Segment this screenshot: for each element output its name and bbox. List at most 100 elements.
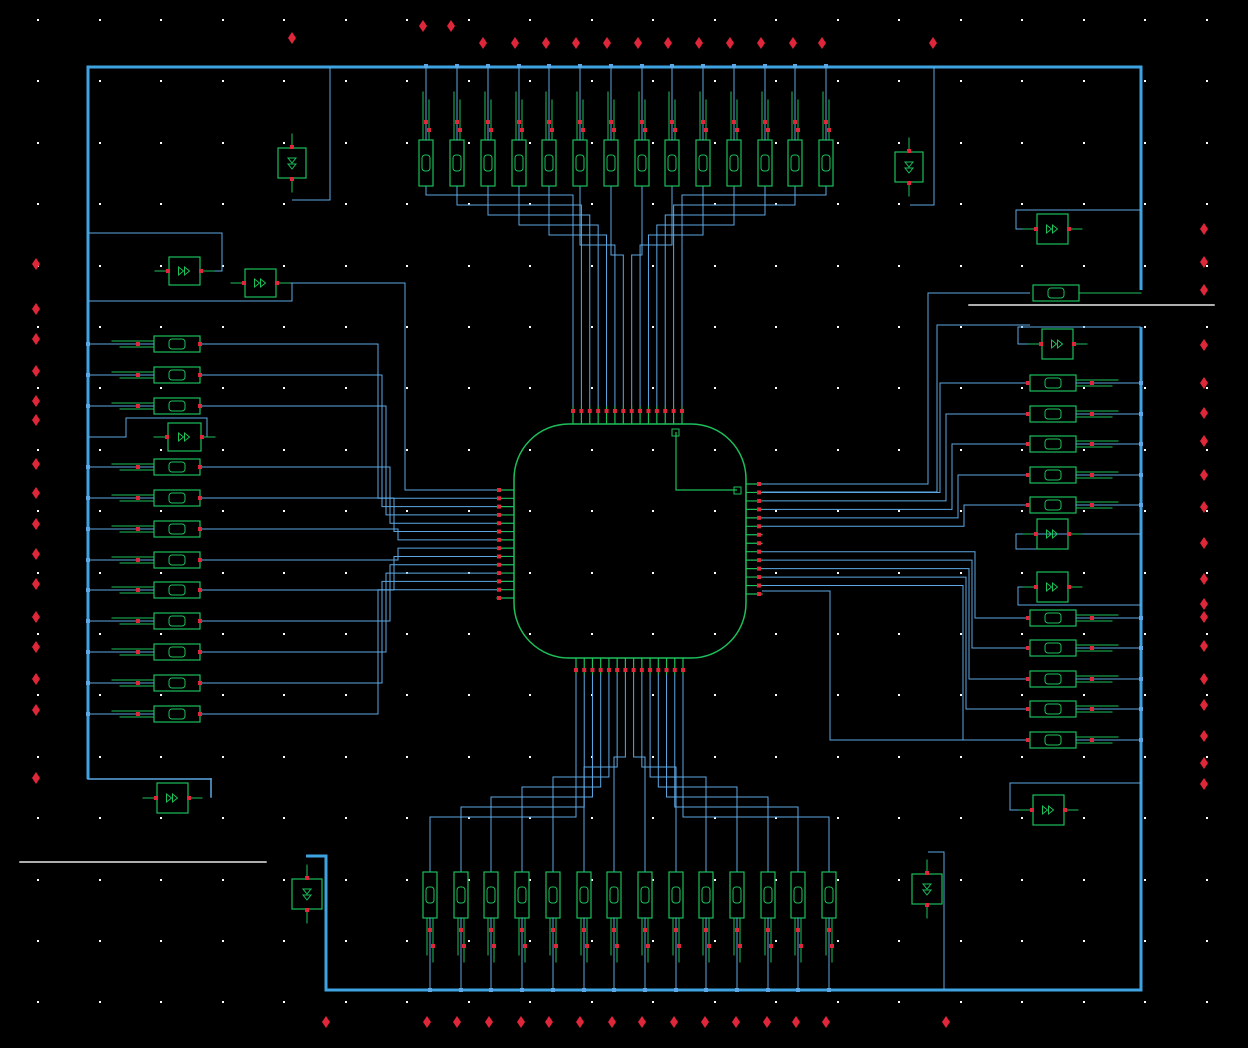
diode-symbol[interactable] <box>1018 794 1079 826</box>
pin-dot <box>735 928 739 932</box>
diode-symbol[interactable] <box>153 422 216 452</box>
grid-dot <box>345 1001 347 1003</box>
diode-symbol[interactable] <box>277 133 307 193</box>
fanout-wire <box>666 674 769 872</box>
pin-dot <box>517 120 521 124</box>
chip-pin-dot <box>671 409 676 413</box>
chip-pin-dot <box>680 409 684 413</box>
pin-dot <box>1090 412 1094 416</box>
grid-dot <box>960 326 962 328</box>
bus-dot <box>796 988 800 992</box>
grid-dot <box>468 756 470 758</box>
pad-marker <box>929 37 937 49</box>
fanout-wire <box>610 186 624 407</box>
grid-dot <box>529 510 531 512</box>
pin-dot <box>547 120 551 124</box>
resistor-core <box>168 708 186 720</box>
diode-symbol[interactable] <box>1022 213 1083 245</box>
bus-dot <box>486 64 490 68</box>
grid-dot <box>222 449 224 451</box>
pad-marker <box>288 32 296 44</box>
grid-dot <box>406 510 408 512</box>
grid-dot <box>529 817 531 819</box>
components[interactable] <box>86 64 1143 992</box>
pin-dot <box>907 149 911 153</box>
pin-dot <box>1067 532 1071 536</box>
grid-dot <box>1144 449 1146 451</box>
grid-dot <box>652 449 654 451</box>
grid-dot <box>468 387 470 389</box>
pad-marker <box>701 1016 709 1028</box>
pin-dot <box>1026 442 1030 446</box>
chip-pin-dot <box>497 504 501 509</box>
grid-dot <box>1206 756 1208 758</box>
grid-dot <box>898 203 900 205</box>
pad-marker <box>1200 284 1208 296</box>
grid-dot <box>283 694 285 696</box>
pad-marker <box>757 37 765 49</box>
diode-symbol[interactable] <box>291 864 323 924</box>
grid-dot <box>652 142 654 144</box>
diode-symbol[interactable] <box>894 137 924 197</box>
pad-marker <box>1200 435 1208 447</box>
grid-dot <box>714 940 716 942</box>
grid-dot <box>160 756 162 758</box>
fanout-wire <box>200 405 497 516</box>
diode-symbol[interactable] <box>142 782 203 814</box>
grid-dot <box>406 326 408 328</box>
pin-dot <box>523 944 527 948</box>
grid-dot <box>406 449 408 451</box>
grid-dot <box>406 756 408 758</box>
bus-dot <box>1139 473 1143 477</box>
bus-dot <box>612 988 616 992</box>
pad-marker <box>32 333 40 345</box>
grid-dot <box>222 510 224 512</box>
bus-dot <box>551 988 555 992</box>
chip-pin-dot <box>656 668 661 672</box>
grid-dot <box>345 572 347 574</box>
chip-pin-dot <box>606 668 611 672</box>
grid-dot <box>99 817 101 819</box>
grid-dot <box>652 265 654 267</box>
fanout-wire <box>200 497 497 533</box>
diode-mark <box>1051 338 1064 350</box>
grid-dot <box>529 265 531 267</box>
fanout-wire <box>200 528 497 541</box>
diode-symbol[interactable] <box>1022 518 1083 550</box>
pad-marker <box>32 395 40 407</box>
diode-symbol[interactable] <box>230 268 291 298</box>
grid-dot <box>160 1001 162 1003</box>
diode-symbol[interactable] <box>911 859 943 919</box>
pad-marker <box>453 1016 461 1028</box>
diode-symbol[interactable] <box>154 256 215 286</box>
grid-dot <box>652 510 654 512</box>
chip-internal <box>675 432 737 491</box>
grid-dot <box>1144 572 1146 574</box>
grid-dot <box>898 387 900 389</box>
chip-pin-dot <box>598 668 603 672</box>
bus-dot <box>763 64 767 68</box>
resistor-core <box>168 554 186 566</box>
grid-dot <box>37 879 39 881</box>
grid-dot <box>99 265 101 267</box>
grid-dot <box>160 449 162 451</box>
grid-dot <box>775 203 777 205</box>
pin-dot <box>458 128 462 132</box>
pin-dot <box>824 120 828 124</box>
chip-qfp[interactable] <box>496 406 763 675</box>
pad-marker <box>1200 537 1208 549</box>
grid-dot <box>468 817 470 819</box>
grid-dot <box>37 510 39 512</box>
resistor-core <box>425 886 435 904</box>
diode-symbol[interactable] <box>1027 328 1088 360</box>
grid-dot <box>1206 326 1208 328</box>
grid-dot <box>1144 326 1146 328</box>
diode-symbol[interactable] <box>1022 571 1083 603</box>
fanout-wire <box>200 589 497 715</box>
fanout-wire <box>200 580 497 684</box>
fanout-wire <box>200 374 497 508</box>
grid-dot <box>1021 19 1023 21</box>
